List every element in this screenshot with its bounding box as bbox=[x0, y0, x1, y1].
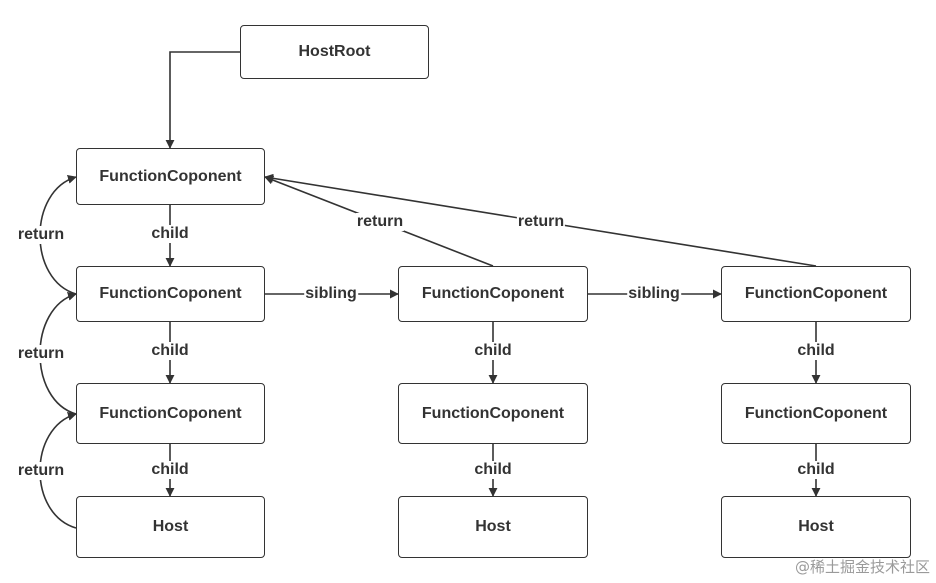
node-host-c1: Host bbox=[76, 496, 265, 558]
label-child-c3-2: child bbox=[796, 461, 836, 479]
label-return-c3: return bbox=[516, 213, 566, 231]
node-host-c3: Host bbox=[721, 496, 911, 558]
label-child-c3-1: child bbox=[796, 342, 836, 360]
label-child-c2-1: child bbox=[473, 342, 513, 360]
label-return-c1-2: return bbox=[16, 345, 66, 363]
node-host-c2: Host bbox=[398, 496, 588, 558]
edge-hostroot-child bbox=[165, 51, 240, 149]
label-return-c1-3: return bbox=[16, 462, 66, 480]
node-function-component-c2-r2: FunctionCoponent bbox=[398, 266, 588, 322]
node-function-component-c2-r3: FunctionCoponent bbox=[398, 383, 588, 444]
watermark: @稀土掘金技术社区 bbox=[794, 558, 930, 576]
node-function-component-c3-r3: FunctionCoponent bbox=[721, 383, 911, 444]
label-sibling-2: sibling bbox=[627, 285, 681, 303]
label-return-c1-1: return bbox=[16, 226, 66, 244]
label-child-c2-2: child bbox=[473, 461, 513, 479]
label-return-c2: return bbox=[355, 213, 405, 231]
label-child-c1-1: child bbox=[150, 225, 190, 243]
node-function-component-c3-r2: FunctionCoponent bbox=[721, 266, 911, 322]
node-function-component-c1-r1: FunctionCoponent bbox=[76, 148, 265, 205]
node-function-component-c1-r3: FunctionCoponent bbox=[76, 383, 265, 444]
label-child-c1-3: child bbox=[150, 461, 190, 479]
node-function-component-c1-r2: FunctionCoponent bbox=[76, 266, 265, 322]
label-child-c1-2: child bbox=[150, 342, 190, 360]
node-hostroot: HostRoot bbox=[240, 25, 429, 79]
label-sibling-1: sibling bbox=[304, 285, 358, 303]
